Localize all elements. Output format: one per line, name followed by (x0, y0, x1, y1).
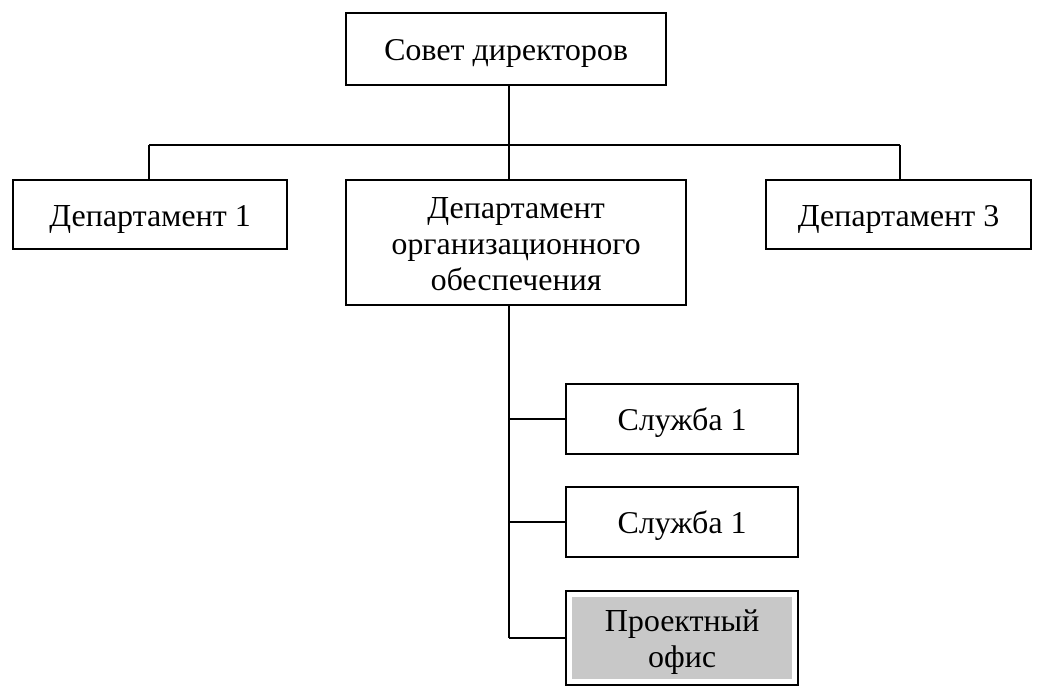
service-1-label: Служба 1 (617, 401, 747, 437)
board-of-directors-box: Совет директоров (345, 12, 667, 86)
department-organizational-support-label: Департамент организационного обеспечения (391, 188, 641, 297)
department-1-label: Департамент 1 (49, 196, 251, 233)
board-of-directors-label: Совет директоров (384, 31, 628, 67)
department-1-box: Департамент 1 (12, 179, 288, 250)
service-2-box: Служба 1 (565, 486, 799, 558)
service-1-box: Служба 1 (565, 383, 799, 455)
project-office-box: Проектный офис (565, 590, 799, 686)
department-3-box: Департамент 3 (765, 179, 1032, 250)
project-office-highlight: Проектный офис (572, 597, 792, 679)
service-2-label: Служба 1 (617, 504, 747, 540)
department-organizational-support-box: Департамент организационного обеспечения (345, 179, 687, 306)
department-3-label: Департамент 3 (797, 196, 1000, 233)
project-office-label: Проектный офис (604, 602, 760, 674)
